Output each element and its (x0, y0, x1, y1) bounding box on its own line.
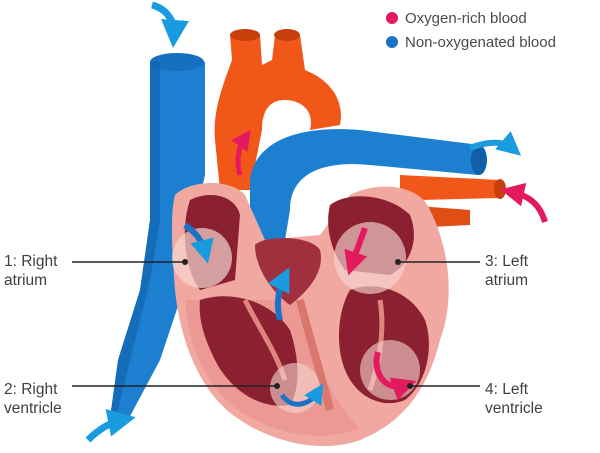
label-line: 2: Right (4, 381, 58, 398)
legend-item-non-oxygenated: Non-oxygenated blood (386, 30, 598, 54)
non-oxygenated-dot-icon (386, 36, 398, 48)
vena-cava (110, 53, 205, 420)
legend-item-oxygen-rich: Oxygen-rich blood (386, 6, 598, 30)
legend: Oxygen-rich blood Non-oxygenated blood (386, 6, 598, 54)
label-line: 4: Left (485, 381, 529, 398)
label-right-ventricle: 2: Right ventricle (4, 380, 62, 418)
legend-label: Oxygen-rich blood (405, 9, 527, 27)
label-line: ventricle (4, 400, 62, 417)
deoxygenated-flow-arrows (85, 1, 522, 443)
leader-lines (72, 259, 480, 389)
label-line: atrium (485, 272, 529, 289)
label-right-atrium: 1: Right atrium (4, 252, 57, 290)
label-line: ventricle (485, 400, 543, 417)
label-left-ventricle: 4: Left ventricle (485, 380, 543, 418)
oxygen-rich-dot-icon (386, 12, 398, 24)
label-line: 1: Right (4, 253, 58, 270)
label-line: atrium (4, 272, 48, 289)
label-left-atrium: 3: Left atrium (485, 252, 528, 290)
oxygenated-flow-arrows (231, 129, 548, 401)
label-line: 3: Left (485, 253, 529, 270)
legend-label: Non-oxygenated blood (405, 33, 556, 51)
pulmonary-artery (250, 129, 487, 240)
